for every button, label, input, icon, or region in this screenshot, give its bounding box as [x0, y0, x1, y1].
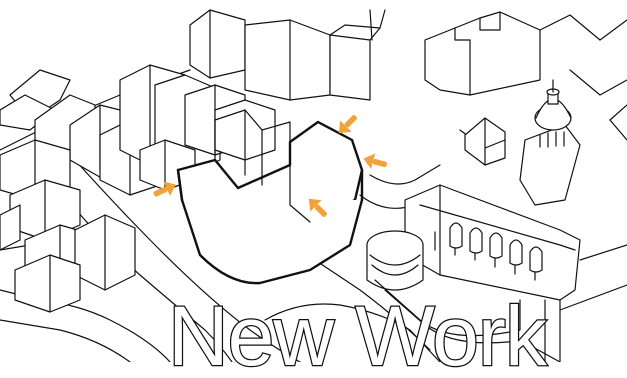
- arrow-left-icon: [361, 151, 388, 173]
- building-stepped-right: [425, 12, 627, 140]
- diagram-title: New Work: [168, 294, 627, 378]
- tower-dome: [520, 80, 580, 205]
- building-small-box: [465, 118, 505, 165]
